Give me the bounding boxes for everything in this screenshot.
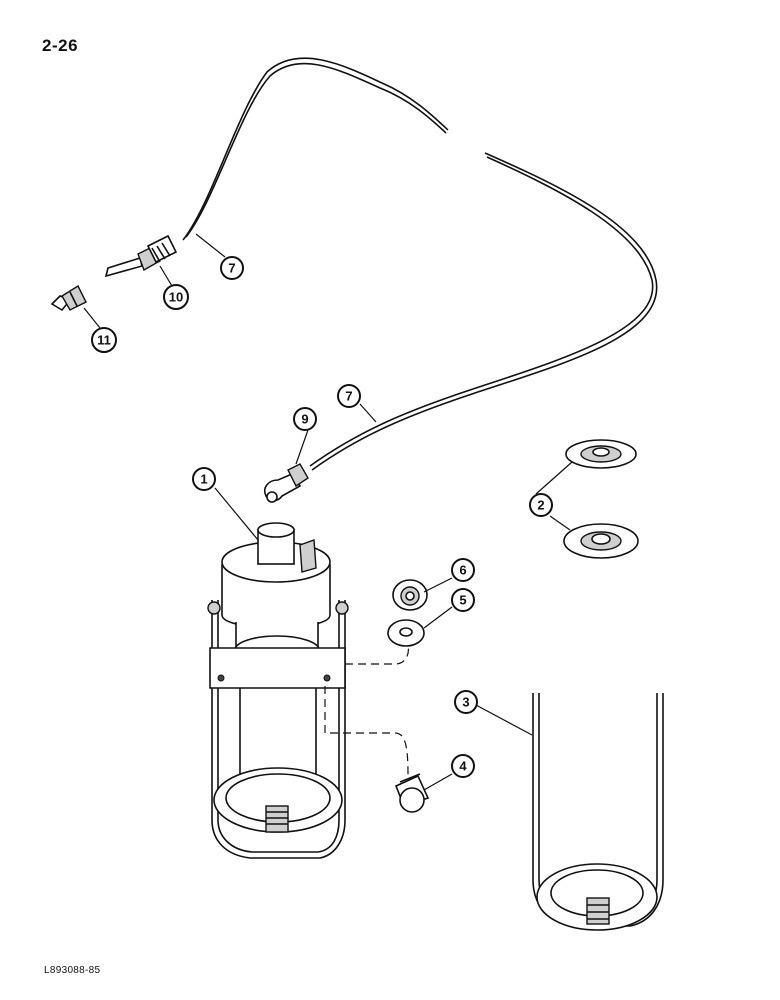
svg-text:9: 9 <box>301 412 308 427</box>
callout-11: 11 <box>91 327 117 353</box>
reservoir-assembly-1 <box>207 522 349 859</box>
callout-2: 2 <box>529 493 553 517</box>
svg-text:3: 3 <box>462 695 469 710</box>
callout-10: 10 <box>163 284 189 310</box>
figure-code: L893088-85 <box>44 965 101 976</box>
tube-7-upper <box>182 57 449 241</box>
bracket-3 <box>532 693 664 931</box>
nut-6 <box>392 579 428 611</box>
leader-11 <box>83 307 101 329</box>
leader-10 <box>159 265 173 287</box>
leader-6 <box>423 577 453 593</box>
leader-1 <box>214 487 259 541</box>
page-number: 2-26 <box>42 36 79 55</box>
tube-7-lower <box>309 152 658 471</box>
callout-3: 3 <box>454 690 478 714</box>
leader-5 <box>423 606 453 629</box>
svg-text:2: 2 <box>537 498 544 513</box>
grommet-2-top <box>565 439 637 469</box>
callout-4: 4 <box>451 754 475 778</box>
callout-7-lower: 7 <box>337 384 361 408</box>
callout-5: 5 <box>451 588 475 612</box>
svg-text:10: 10 <box>169 290 183 305</box>
leader-2b <box>549 515 571 531</box>
screw-4 <box>394 773 430 813</box>
alignment-line-5 <box>345 644 410 665</box>
svg-text:5: 5 <box>459 593 466 608</box>
grommet-2-bottom <box>563 523 639 559</box>
fitting-10 <box>104 234 178 278</box>
svg-text:6: 6 <box>459 563 466 578</box>
alignment-line-4 <box>324 686 409 776</box>
elbow-9 <box>263 463 309 503</box>
callout-7-upper: 7 <box>220 256 244 280</box>
callout-9: 9 <box>293 407 317 431</box>
leader-7a <box>195 233 226 258</box>
svg-text:7: 7 <box>345 389 352 404</box>
svg-text:7: 7 <box>228 261 235 276</box>
callout-6: 6 <box>451 558 475 582</box>
svg-text:1: 1 <box>200 472 207 487</box>
callout-1: 1 <box>192 467 216 491</box>
fitting-11 <box>50 284 87 312</box>
leader-3 <box>475 704 533 736</box>
washer-5 <box>387 619 425 647</box>
svg-text:4: 4 <box>459 759 467 774</box>
leader-7b <box>359 403 377 423</box>
leader-4 <box>423 773 453 791</box>
leader-9 <box>295 429 309 465</box>
leader-2a <box>535 461 573 495</box>
svg-text:11: 11 <box>97 333 111 348</box>
